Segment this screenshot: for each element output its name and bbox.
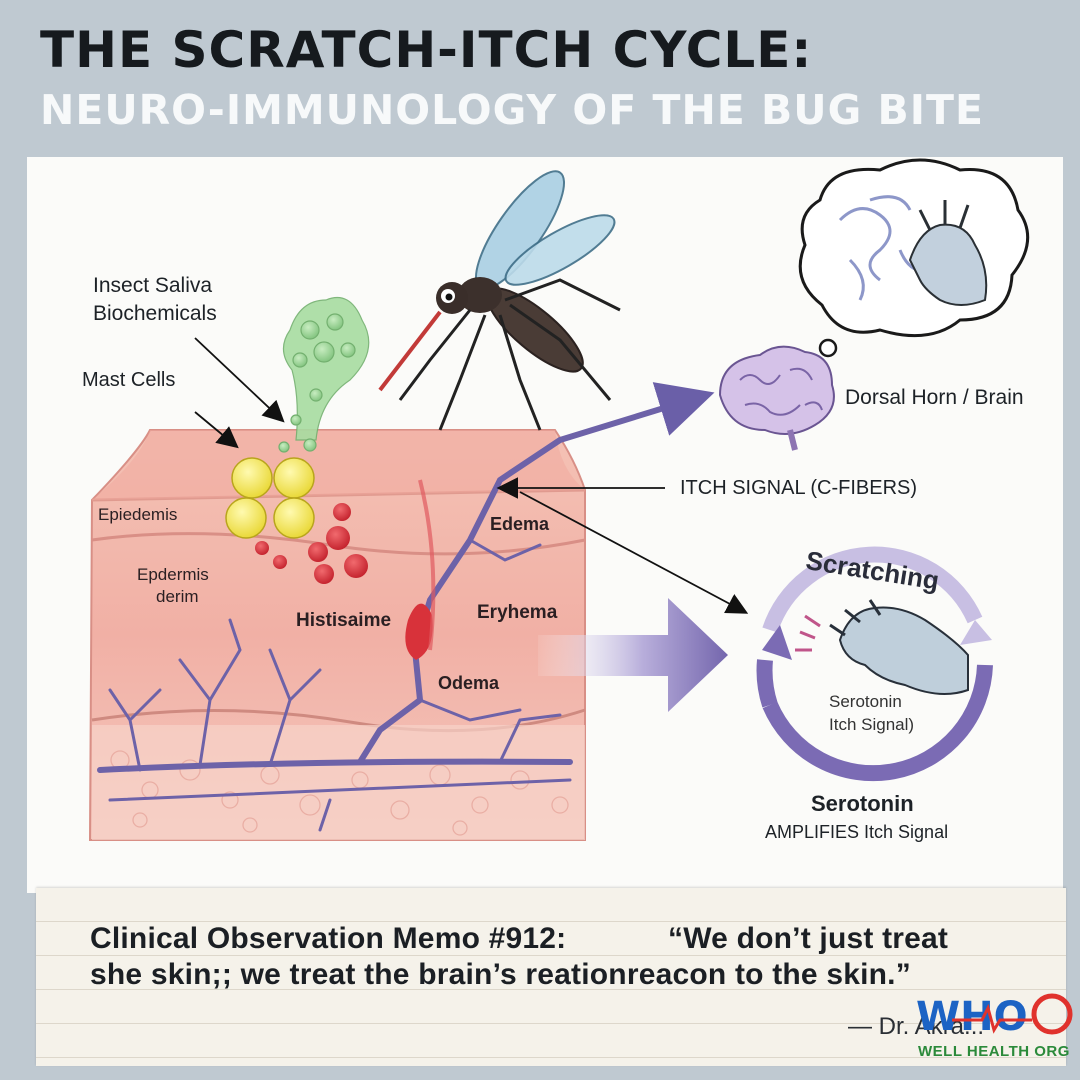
memo-line1-left: Clinical Observation Memo #912: (90, 922, 567, 955)
scratching-hand-icon (795, 599, 969, 695)
page-title: THE SCRATCH-ITCH CYCLE: (40, 21, 813, 79)
inflamed-vessel (405, 603, 433, 660)
label-epdermis-1: Epdermis (137, 565, 209, 584)
label-serotonin: Serotonin (811, 791, 914, 816)
label-insect-saliva-2: Biochemicals (93, 302, 217, 325)
brain-icon (718, 345, 835, 451)
thought-bubble-icon (798, 158, 1030, 379)
mosquito-icon (378, 170, 621, 431)
title-block: THE SCRATCH-ITCH CYCLE: NEURO-IMMUNOLOGY… (40, 18, 1040, 138)
signal-arrow-head (652, 382, 715, 436)
label-insect-saliva-1: Insect Saliva (93, 274, 213, 297)
logo-text: WELL HEALTH ORG (918, 1043, 1070, 1060)
who-logo: WHO (916, 993, 1073, 1040)
label-odema: Odema (438, 673, 500, 693)
label-inner-serotonin-1: Serotonin (829, 692, 902, 711)
memo-line1-right: “We don’t just treat (668, 922, 949, 955)
label-inner-serotonin-2: Itch Signal) (829, 715, 915, 734)
clinical-memo (36, 888, 1066, 1066)
label-itch-signal: ITCH SIGNAL (C-FIBERS) (680, 477, 918, 499)
scratch-cycle (756, 546, 993, 782)
logo-letters: WHO (916, 994, 1028, 1040)
saliva-cloud-icon (278, 296, 370, 453)
label-epiedemis: Epiedemis (98, 505, 178, 524)
label-epdermis-2: derim (156, 587, 199, 606)
label-dorsal-horn: Dorsal Horn / Brain (845, 386, 1024, 409)
label-eryhema: Eryhema (477, 602, 558, 623)
label-pointers (194, 337, 749, 614)
skin-block (88, 429, 586, 841)
label-amplifies: AMPLIFIES Itch Signal (765, 822, 949, 842)
memo-line2: she skin;; we treat the brain’s reationr… (90, 958, 911, 991)
label-edema: Edema (490, 514, 550, 534)
red-blood-cell-icon (255, 503, 368, 584)
page-subtitle: NEURO-IMMUNOLOGY OF THE BUG BITE (40, 86, 985, 134)
progression-arrow (538, 598, 728, 712)
nerve-network (97, 397, 693, 832)
memo-attribution: — Dr. Akra... (848, 1013, 985, 1040)
label-mast-cells: Mast Cells (82, 369, 176, 391)
mast-cell-icon (225, 457, 315, 539)
label-histisaime: Histisaime (296, 610, 392, 631)
